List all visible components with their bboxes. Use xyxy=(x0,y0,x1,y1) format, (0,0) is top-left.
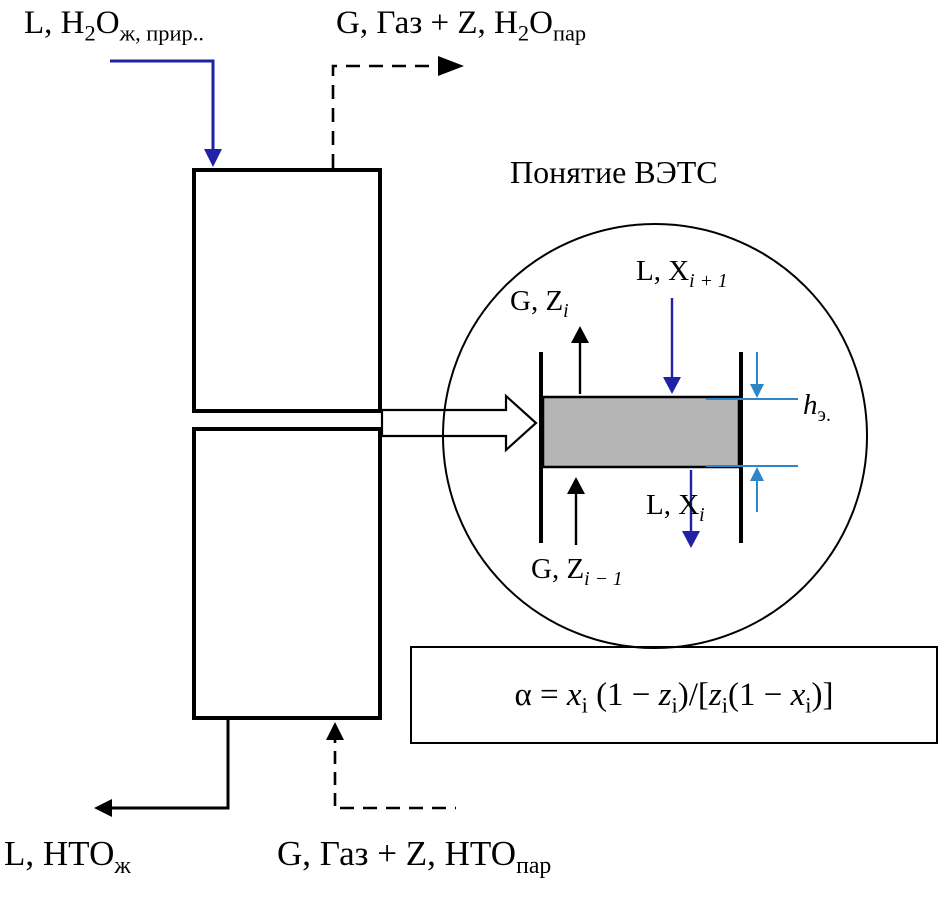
label-stage-liquid-out: L, Xi xyxy=(646,489,705,526)
stage-liquid-out-arrowhead xyxy=(682,531,700,548)
label-feed-top: L, H2Oж, прир.. xyxy=(24,5,204,46)
label-gas-out-top: G, Газ + Z, H2Oпар xyxy=(336,5,587,46)
liquid-outlet-arrowhead xyxy=(94,799,112,817)
label-stage-liquid-in: L, Xi + 1 xyxy=(636,255,728,292)
liquid-outlet-line xyxy=(110,718,230,810)
dimension-top-arrowhead xyxy=(750,384,764,398)
dimension-bottom-arrowhead xyxy=(750,467,764,481)
formula-box: α = xi (1 − zi)/[zi(1 − xi)] xyxy=(410,646,938,744)
callout-arrow xyxy=(380,393,538,453)
theoretical-stage-rect xyxy=(541,395,741,469)
diagram-title: Понятие ВЭТС xyxy=(510,154,718,190)
separation-factor-formula: α = xi (1 − zi)/[zi(1 − xi)] xyxy=(514,676,834,718)
stage-gas-out-arrowhead xyxy=(571,326,589,343)
label-stage-gas-in: G, Zi − 1 xyxy=(531,553,623,590)
gas-outlet-arrowhead xyxy=(438,56,464,76)
label-hetp-height: hэ. xyxy=(803,389,831,426)
feed-inlet-line xyxy=(110,59,215,152)
label-stage-gas-out: G, Zi xyxy=(510,285,569,322)
feed-inlet-arrowhead xyxy=(204,149,222,167)
column-lower-section xyxy=(192,427,382,720)
stage-gas-in-arrowhead xyxy=(567,477,585,494)
label-gas-in-bottom: G, Газ + Z, НТОпар xyxy=(277,834,552,879)
gas-inlet-arrowhead xyxy=(326,722,344,740)
hetp-circle xyxy=(442,223,868,649)
column-upper-section xyxy=(192,168,382,413)
stage-liquid-in-arrowhead xyxy=(663,377,681,394)
gas-outlet-line xyxy=(331,64,438,168)
label-liquid-out-bottom: L, НТОж xyxy=(4,834,131,879)
